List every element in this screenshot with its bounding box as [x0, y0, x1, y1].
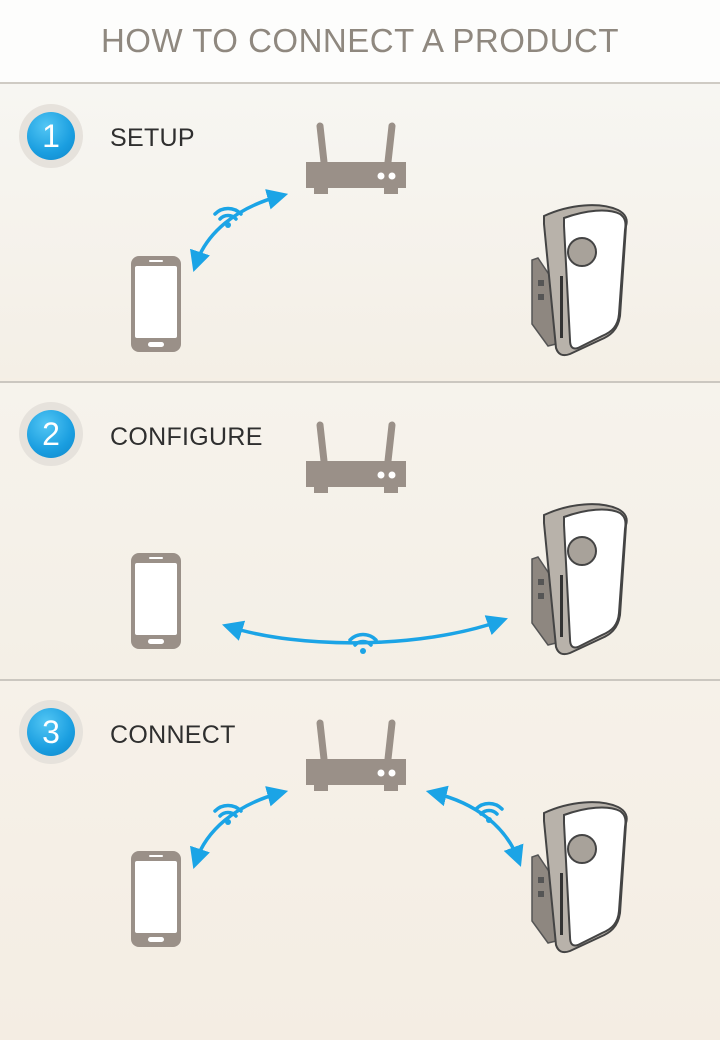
smartphone-icon	[131, 851, 181, 947]
plug-device-icon	[531, 801, 628, 954]
step-number: 2	[27, 410, 75, 458]
step-label: CONFIGURE	[110, 423, 263, 451]
router-icon	[306, 723, 406, 791]
arrow-icon	[190, 189, 289, 272]
step-number: 3	[27, 708, 75, 756]
configure-illustration	[131, 383, 628, 656]
step-badge: 1	[19, 104, 83, 168]
arrow-icon	[221, 615, 508, 645]
smartphone-icon	[131, 553, 181, 649]
smartphone-icon	[131, 256, 181, 352]
plug-device-icon	[531, 503, 628, 656]
page-title: HOW TO CONNECT A PRODUCT	[100, 22, 620, 59]
step-1-section: 1 SETUP	[0, 84, 720, 378]
wifi-icon	[213, 803, 243, 827]
wifi-icon	[474, 801, 504, 825]
arrow-icon	[425, 785, 524, 867]
wifi-icon	[213, 206, 243, 230]
step-badge: 2	[19, 402, 83, 466]
step-2-section: 2 CONFIGURE	[0, 381, 720, 678]
router-icon	[306, 425, 406, 493]
step-label: CONNECT	[110, 721, 236, 749]
arrow-icon	[190, 786, 289, 869]
step-badge: 3	[19, 700, 83, 764]
header: HOW TO CONNECT A PRODUCT	[0, 0, 720, 84]
step-number: 1	[27, 112, 75, 160]
router-icon	[306, 126, 406, 194]
step-label: SETUP	[110, 124, 195, 152]
setup-illustration	[131, 84, 628, 357]
step-3-section: 3 CONNECT	[0, 679, 720, 1040]
connect-illustration	[131, 681, 628, 954]
plug-device-icon	[531, 204, 628, 357]
